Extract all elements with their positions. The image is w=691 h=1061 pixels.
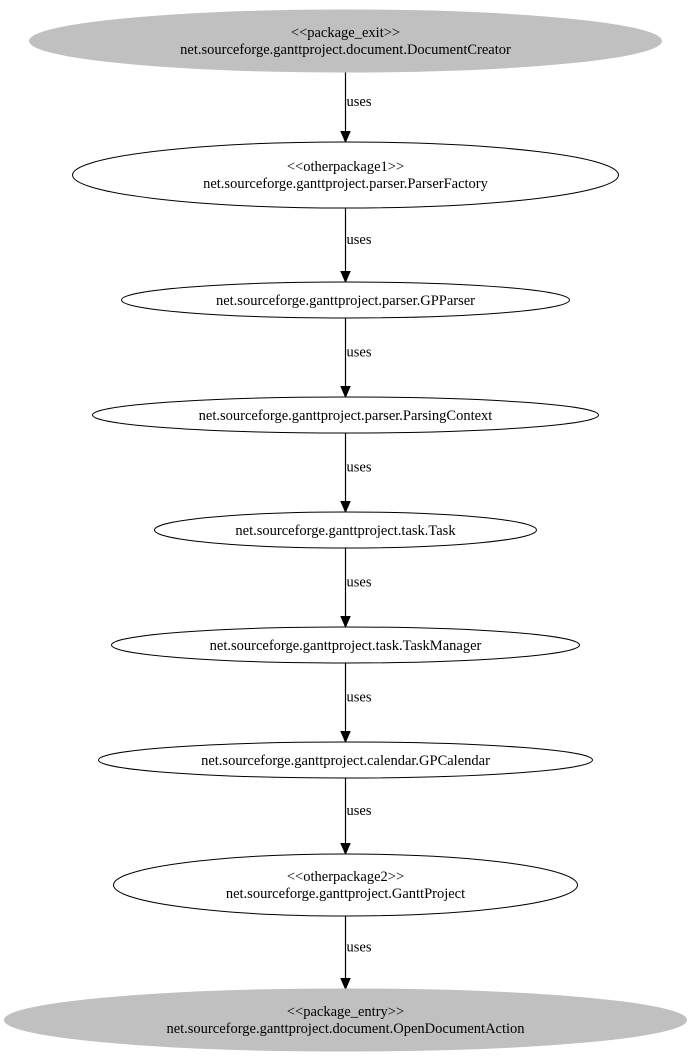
node-stereotype: <<otherpackage1>> <box>287 159 404 175</box>
node-3[interactable]: net.sourceforge.ganttproject.parser.Pars… <box>92 396 599 434</box>
arrowhead-icon <box>340 616 351 629</box>
arrowhead-icon <box>340 843 351 856</box>
node-stereotype: <<package_entry>> <box>287 1004 404 1020</box>
edge-uses-4: uses <box>340 548 372 629</box>
node-name: net.sourceforge.ganttproject.calendar.GP… <box>201 753 490 769</box>
edge-label: uses <box>347 345 372 361</box>
edge-uses-2: uses <box>340 318 372 399</box>
edge-uses-6: uses <box>340 778 372 856</box>
edge-label: uses <box>347 575 372 591</box>
edge-uses-7: uses <box>340 916 372 991</box>
edge-label: uses <box>347 940 372 956</box>
node-stereotype: <<otherpackage2>> <box>287 869 404 885</box>
node-ellipse <box>92 396 599 434</box>
node-stereotype: <<package_exit>> <box>291 25 400 41</box>
arrowhead-icon <box>340 386 351 399</box>
node-name: net.sourceforge.ganttproject.parser.Pars… <box>203 176 489 192</box>
node-2[interactable]: net.sourceforge.ganttproject.parser.GPPa… <box>121 281 570 319</box>
edge-uses-0: uses <box>340 72 372 144</box>
node-0[interactable]: <<package_exit>>net.sourceforge.ganttpro… <box>29 9 662 73</box>
node-7[interactable]: <<otherpackage2>>net.sourceforge.ganttpr… <box>113 853 578 917</box>
arrowhead-icon <box>340 131 351 144</box>
node-ellipse <box>121 281 570 319</box>
node-ellipse <box>111 626 580 664</box>
edge-label: uses <box>347 460 372 476</box>
edge-uses-3: uses <box>340 433 372 514</box>
edge-label: uses <box>347 803 372 819</box>
arrowhead-icon <box>340 271 351 284</box>
edge-uses-1: uses <box>340 208 372 284</box>
node-ellipse <box>4 988 687 1052</box>
node-name: net.sourceforge.ganttproject.parser.Pars… <box>199 408 493 424</box>
node-5[interactable]: net.sourceforge.ganttproject.task.TaskMa… <box>111 626 580 664</box>
node-ellipse <box>154 511 537 549</box>
node-name: net.sourceforge.ganttproject.document.Op… <box>166 1021 525 1037</box>
node-ellipse <box>98 741 593 779</box>
node-name: net.sourceforge.ganttproject.task.Task <box>235 523 456 539</box>
node-8[interactable]: <<package_entry>>net.sourceforge.ganttpr… <box>4 988 687 1052</box>
node-name: net.sourceforge.ganttproject.GanttProjec… <box>226 886 465 902</box>
edge-uses-5: uses <box>340 663 372 744</box>
edge-label: uses <box>347 690 372 706</box>
arrowhead-icon <box>340 978 351 991</box>
node-1[interactable]: <<otherpackage1>>net.sourceforge.ganttpr… <box>72 141 619 209</box>
edge-label: uses <box>347 232 372 248</box>
node-name: net.sourceforge.ganttproject.parser.GPPa… <box>216 293 475 309</box>
node-6[interactable]: net.sourceforge.ganttproject.calendar.GP… <box>98 741 593 779</box>
edge-label: uses <box>347 94 372 110</box>
arrowhead-icon <box>340 501 351 514</box>
node-name: net.sourceforge.ganttproject.document.Do… <box>180 42 511 58</box>
node-ellipse <box>29 9 662 73</box>
node-ellipse <box>72 141 619 209</box>
arrowhead-icon <box>340 731 351 744</box>
node-4[interactable]: net.sourceforge.ganttproject.task.Task <box>154 511 537 549</box>
node-ellipse <box>113 853 578 917</box>
node-name: net.sourceforge.ganttproject.task.TaskMa… <box>210 638 482 654</box>
